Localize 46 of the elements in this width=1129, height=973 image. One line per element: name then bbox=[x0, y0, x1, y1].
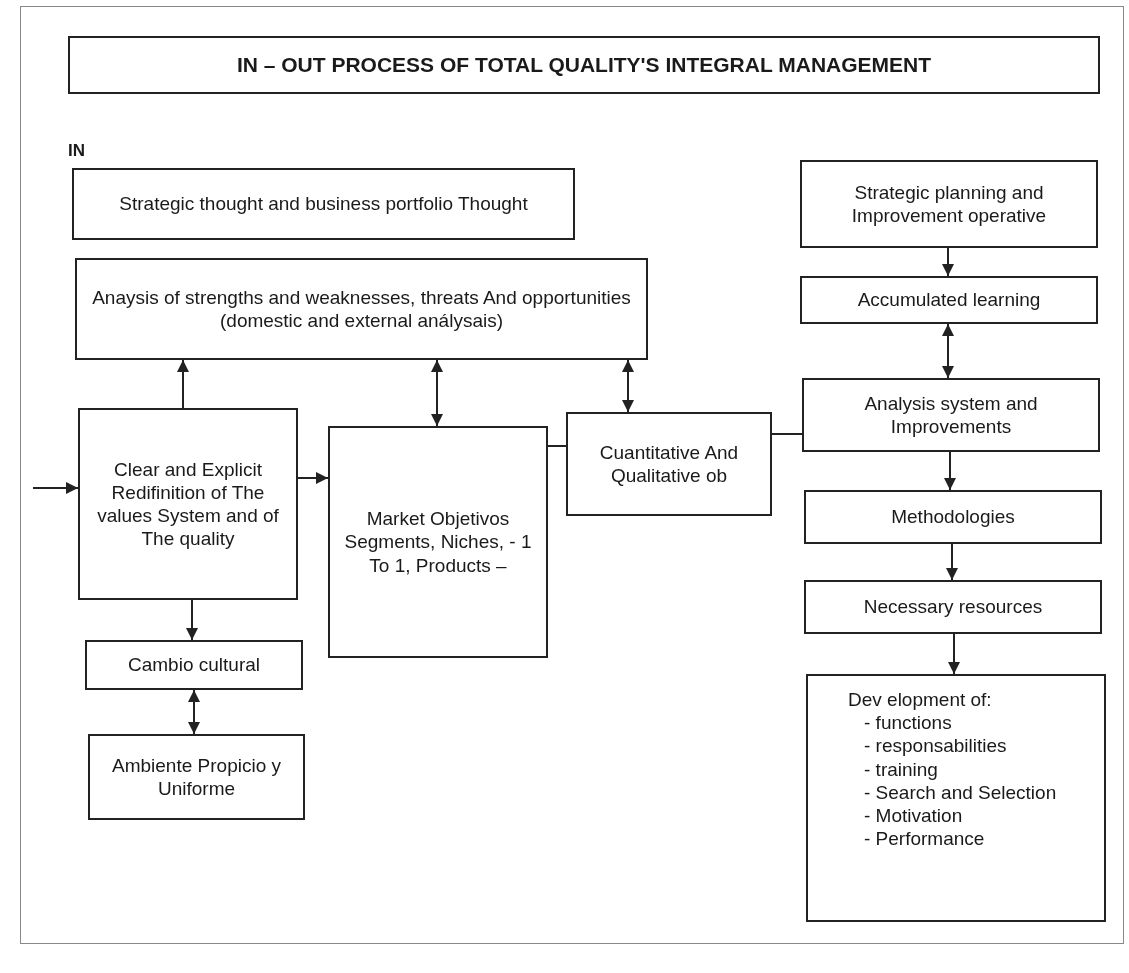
process-box bbox=[800, 276, 1098, 324]
box-text: Strategic thought and business portfolio Thought bbox=[119, 192, 528, 216]
box-text: Clear and Explicit Redifinition of The values System and of The quality bbox=[96, 457, 280, 551]
box-text: Anaysis of strengths and weaknesses, threats And opportunities (domestic and external análysais) bbox=[91, 285, 632, 333]
box-text: Analysis system and Improvements bbox=[863, 391, 1039, 439]
list-item: - responsabilities bbox=[863, 734, 1007, 758]
arrow bbox=[948, 633, 960, 675]
process-box bbox=[566, 412, 772, 516]
arrow bbox=[32, 482, 79, 494]
process-box bbox=[804, 580, 1102, 634]
process-box bbox=[802, 378, 1100, 452]
list-item: - Performance bbox=[863, 827, 985, 851]
box-text: Cambio cultural bbox=[128, 653, 260, 677]
arrow bbox=[177, 359, 189, 409]
box-text: Market Objetivos Segments, Niches, - 1 To 1, Products – bbox=[343, 507, 533, 577]
arrow bbox=[188, 689, 200, 735]
box-text: Cuantitative And Qualitative ob bbox=[598, 440, 740, 488]
title: IN – OUT PROCESS OF TOTAL QUALITY'S INTEGRAL MANAGEMENT bbox=[236, 52, 932, 79]
process-box bbox=[800, 160, 1098, 248]
process-box bbox=[806, 674, 1106, 922]
process-box bbox=[78, 408, 298, 600]
list-item: - functions bbox=[863, 711, 952, 735]
box-text: Strategic planning and Improvement operative bbox=[850, 180, 1048, 228]
box-text: Dev elopment of: bbox=[848, 688, 992, 712]
process-box bbox=[804, 490, 1102, 544]
arrow bbox=[622, 359, 634, 413]
arrow bbox=[431, 359, 443, 427]
process-box bbox=[75, 258, 648, 360]
process-box bbox=[88, 734, 305, 820]
arrow bbox=[297, 472, 329, 484]
arrow bbox=[946, 543, 958, 581]
arrow bbox=[942, 323, 954, 379]
section-label: IN bbox=[68, 140, 85, 162]
process-box bbox=[72, 168, 575, 240]
box-text: Accumulated learning bbox=[857, 288, 1041, 312]
arrow bbox=[942, 247, 954, 277]
process-box bbox=[85, 640, 303, 690]
list-item: - training bbox=[863, 757, 938, 781]
list-item: - Search and Selection bbox=[863, 780, 1057, 804]
box-text: Ambiente Propicio y Uniforme bbox=[111, 753, 282, 801]
arrow bbox=[186, 599, 198, 641]
box-text: Necessary resources bbox=[863, 595, 1043, 619]
box-text: Methodologies bbox=[891, 505, 1015, 529]
arrow bbox=[944, 451, 956, 491]
list-item: - Motivation bbox=[863, 803, 963, 828]
process-box bbox=[328, 426, 548, 658]
